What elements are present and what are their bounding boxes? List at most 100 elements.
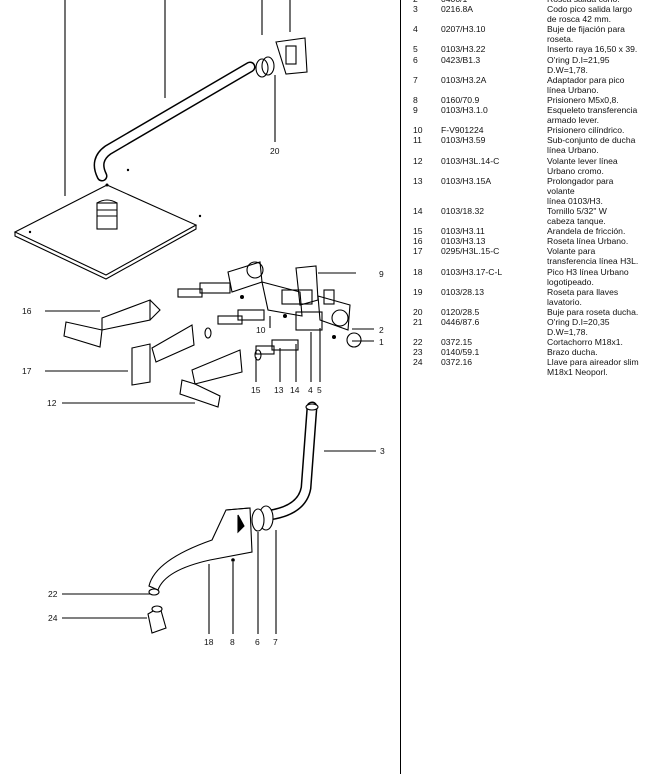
part-number: 15: [413, 226, 423, 237]
part-number: 3: [413, 4, 418, 15]
part-number: 19: [413, 286, 423, 297]
callout-10: 10: [256, 325, 266, 335]
parts-list-row: 14 0103/18.32 Tornillo 5/32" W cabeza tanq…: [413, 206, 641, 226]
part-description: O'ring D.I=20,35 D.W=1,78.: [547, 317, 610, 338]
parts-list-row: 13 0103/H3.15A Prolongador para volante lí…: [413, 176, 641, 206]
part-description: Tornillo 5/32" W cabeza tanque.: [547, 205, 607, 227]
part-description: Volante lever línea Urbano cromo.: [547, 155, 618, 176]
part-number: 5: [413, 44, 418, 55]
part-description: Esqueleto transferencia armado lever.: [547, 105, 638, 126]
callout-2: 2: [379, 325, 384, 335]
callout-12: 12: [47, 398, 57, 408]
callout-20: 20: [270, 146, 280, 156]
part-description: Inserto raya 16,50 x 39.: [547, 44, 638, 55]
parts-list-row: 16 0103/H3.13 Roseta línea Urbano.: [413, 236, 641, 246]
part-description: Adaptador para pico línea Urbano.: [547, 74, 625, 95]
part-description: Codo pico salida largo de rosca 42 mm.: [547, 4, 633, 25]
part-code: 0372.15: [441, 337, 473, 348]
callout-5: 5: [317, 385, 322, 395]
part-description: Volante para transferencia línea H3L.: [547, 246, 639, 267]
callout-13: 13: [274, 385, 284, 395]
parts-list-row: 15 0103/H3.11 Arandela de fricción.: [413, 226, 641, 236]
parts-list-row: 5 0103/H3.22 Inserto raya 16,50 x 39.: [413, 44, 641, 54]
column-divider: [400, 0, 401, 774]
part-description: Rosca salida cono.: [547, 0, 641, 4]
part-description: Brazo ducha.: [547, 347, 598, 358]
part-description: Llave para aireador slim M18x1 Neoporl.: [547, 357, 639, 378]
parts-list: 20400/1Rosca salida cono. 3 0216.8A Codo pi…: [413, 0, 641, 378]
callout-3: 3: [380, 446, 385, 456]
part-code: 0446/87.6: [441, 317, 480, 327]
part-number: 9: [413, 105, 418, 116]
part-code: 0103/H3L.14-C: [441, 155, 500, 166]
parts-list-row: 19 0103/28.13 Roseta para llaves lavatorio…: [413, 287, 641, 307]
part-code: 0295/H3L.15-C: [441, 246, 500, 257]
part-code: 0160/70.9: [441, 94, 480, 105]
callout-1: 1: [379, 337, 384, 347]
part-code: 0216.8A: [441, 4, 474, 15]
part-code: 0103/H3.59: [441, 135, 486, 146]
part-number: 7: [413, 74, 418, 85]
callout-15: 15: [251, 385, 261, 395]
part-code: 0423/B1.3: [441, 54, 481, 65]
part-description: Prisionero M5x0,8.: [547, 94, 619, 105]
part-number: 10: [413, 125, 423, 136]
part-description: Prolongador para volante línea 0103/H3.: [547, 175, 614, 206]
part-number: 22: [413, 337, 423, 348]
part-code: 0103/H3.1.0: [441, 105, 488, 116]
part-number: 2: [413, 0, 441, 4]
part-code: 0207/H3.10: [441, 24, 486, 35]
part-description: Buje de fijación para roseta.: [547, 24, 625, 45]
part-number: 6: [413, 54, 418, 65]
exploded-parts-diagram: 20 9 16 10 2 1 17 15 13 14 4 5 12 3 22 2…: [13, 0, 385, 647]
part-code: 0103/H3.13: [441, 236, 486, 247]
parts-list-row: 3 0216.8A Codo pico salida largo de rosca …: [413, 4, 641, 24]
part-description: O'ring D.I=21,95 D.W=1,78.: [547, 54, 610, 75]
part-code: 0372.16: [441, 357, 473, 368]
part-number: 16: [413, 236, 423, 247]
parts-list-row: 7 0103/H3.2A Adaptador para pico línea Urb…: [413, 75, 641, 95]
part-code: 0103/18.32: [441, 205, 485, 216]
callout-8: 8: [230, 637, 235, 647]
parts-list-row: 23 0140/59.1 Brazo ducha.: [413, 347, 641, 357]
callout-6: 6: [255, 637, 260, 647]
part-number: 14: [413, 205, 423, 216]
parts-list-row: 9 0103/H3.1.0 Esqueleto transferencia arma…: [413, 105, 641, 125]
part-code: 0103/28.13: [441, 286, 485, 297]
part-number: 23: [413, 347, 423, 358]
part-number: 18: [413, 266, 423, 277]
callout-24: 24: [48, 613, 58, 623]
part-number: 20: [413, 306, 423, 317]
callout-4: 4: [308, 385, 313, 395]
part-description: Buje para roseta ducha.: [547, 306, 639, 317]
part-number: 17: [413, 246, 423, 257]
part-description: Roseta línea Urbano.: [547, 236, 629, 247]
callout-9: 9: [379, 269, 384, 279]
part-code: 0103/H3.11: [441, 226, 485, 237]
part-number: 12: [413, 155, 423, 166]
callout-14: 14: [290, 385, 300, 395]
part-description: Arandela de fricción.: [547, 226, 626, 237]
parts-list-row: 20 0120/28.5 Buje para roseta ducha.: [413, 307, 641, 317]
callout-16: 16: [22, 306, 32, 316]
part-number: 13: [413, 175, 423, 186]
parts-list-row: 24 0372.16 Llave para aireador slim M18x1 …: [413, 357, 641, 377]
part-number: 11: [413, 135, 422, 146]
part-code: 0103/H3.15A: [441, 175, 492, 186]
part-code: 0103/H3.22: [441, 44, 486, 55]
parts-list-row: 17 0295/H3L.15-C Volante para transferenci…: [413, 246, 641, 266]
part-code: 0103/H3.2A: [441, 74, 487, 85]
part-code: 0400/1: [441, 0, 547, 4]
part-code: 0120/28.5: [441, 306, 480, 317]
part-code: 0140/59.1: [441, 347, 480, 358]
part-description: Roseta para llaves lavatorio.: [547, 286, 619, 307]
callout-22: 22: [48, 589, 58, 599]
part-number: 24: [413, 357, 423, 368]
